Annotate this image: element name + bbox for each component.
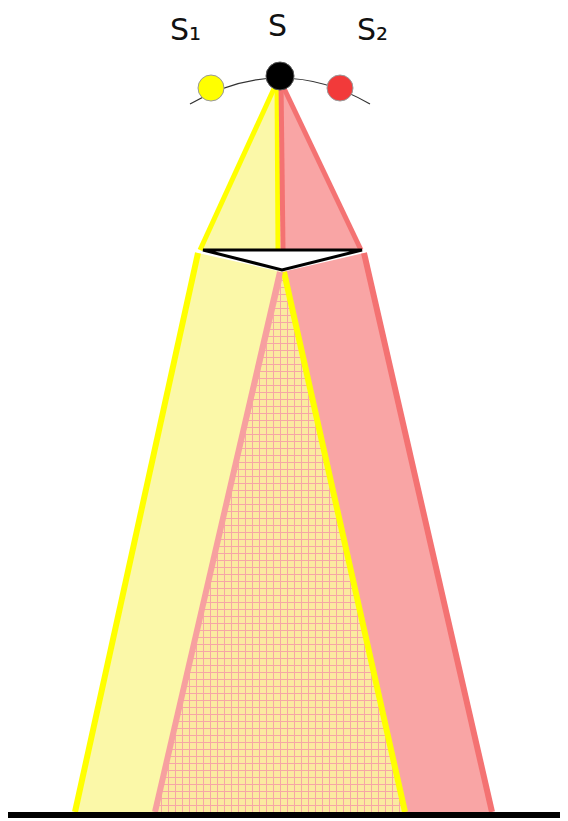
source-label: S <box>268 11 287 41</box>
source-s2 <box>327 75 353 101</box>
source-s <box>266 62 294 90</box>
overlap-region <box>155 276 405 812</box>
source-s1 <box>198 75 224 101</box>
red-incident-beam <box>280 82 362 250</box>
source-label: S₁ <box>170 15 201 45</box>
source-label: S₂ <box>357 15 388 45</box>
screen-line <box>8 812 560 818</box>
red-refracted-beam <box>155 253 492 812</box>
diverging-lens <box>203 250 362 270</box>
yellow-incident-beam <box>200 82 278 250</box>
